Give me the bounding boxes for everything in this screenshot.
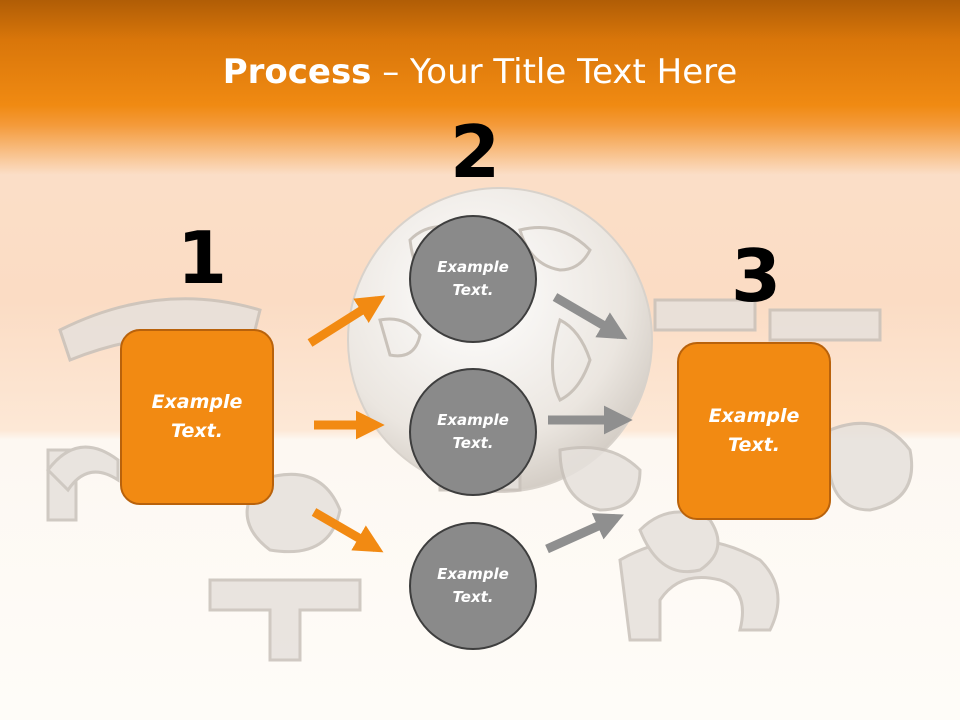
process-circle-bottom[interactable]: Example Text. (409, 522, 537, 650)
process-circle-bottom-text: Example Text. (437, 565, 509, 606)
step-3-box-text: Example Text. (708, 405, 800, 456)
step-1-box[interactable]: Example Text. (120, 329, 274, 505)
title-rest: – Your Title Text Here (371, 52, 738, 92)
arrow-orange-down (311, 508, 384, 553)
title-bold: Process (222, 52, 372, 92)
header-band (0, 0, 960, 175)
arrow-gray-up (545, 513, 624, 554)
step-3-box[interactable]: Example Text. (677, 342, 831, 520)
process-circle-top-text: Example Text. (437, 258, 509, 299)
process-circle-top[interactable]: Example Text. (409, 215, 537, 343)
step-number-1: 1 (177, 216, 228, 300)
arrow-gray-down (552, 293, 628, 340)
step-number-2: 2 (450, 110, 501, 194)
step-1-box-text: Example Text. (151, 391, 243, 442)
arrow-orange-up (307, 295, 386, 347)
slide-title: Process – Your Title Text Here (0, 52, 960, 92)
process-circle-middle-text: Example Text. (437, 411, 509, 452)
step-number-3: 3 (731, 234, 782, 318)
process-circle-middle[interactable]: Example Text. (409, 368, 537, 496)
